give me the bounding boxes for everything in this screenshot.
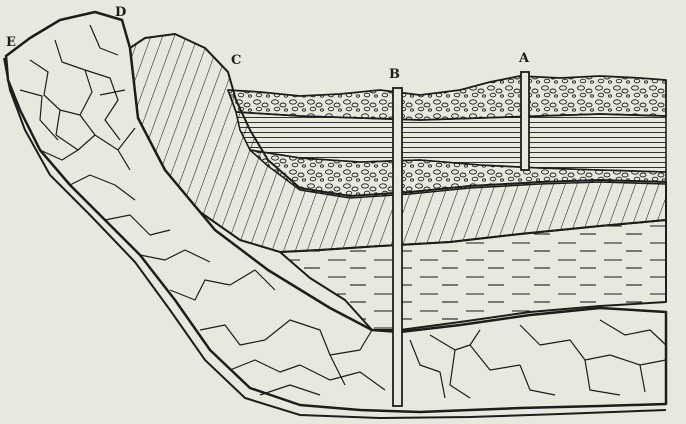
label-d: D <box>115 5 126 20</box>
borehole-a <box>521 72 529 170</box>
label-c: C <box>231 53 241 68</box>
borehole-b <box>393 88 402 406</box>
label-a: A <box>518 51 530 66</box>
label-b: B <box>389 67 400 82</box>
surface-gravel-layer <box>228 76 666 120</box>
label-e: E <box>6 35 16 50</box>
